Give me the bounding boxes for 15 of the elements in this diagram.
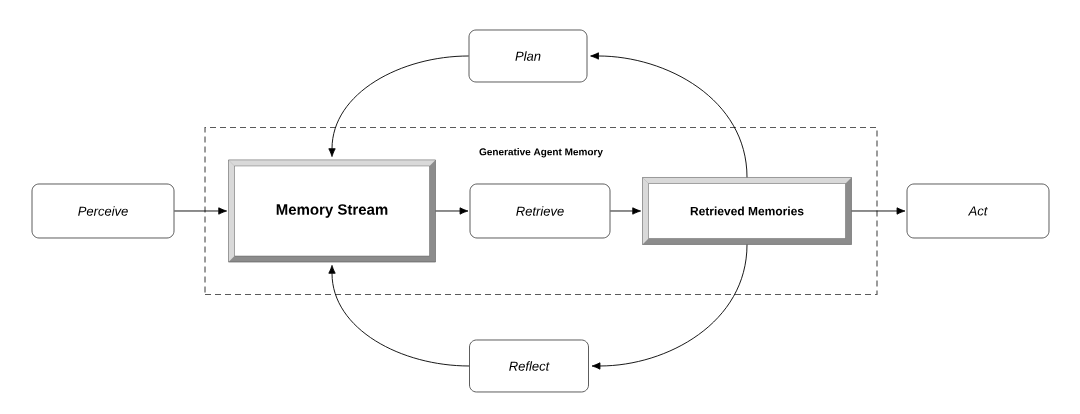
process-box: Act bbox=[906, 183, 1050, 239]
process-box: Perceive bbox=[31, 183, 175, 239]
arrow bbox=[851, 207, 906, 215]
arrow bbox=[435, 207, 469, 215]
arrow bbox=[328, 265, 470, 367]
arrow bbox=[328, 55, 470, 157]
arrow bbox=[590, 52, 748, 178]
process-box: Retrieve bbox=[469, 183, 611, 239]
arrow bbox=[591, 244, 748, 370]
process-box: Reflect bbox=[469, 339, 589, 393]
arrow bbox=[609, 207, 641, 215]
process-box: Plan bbox=[468, 29, 588, 83]
bevel-box: Retrieved Memories bbox=[642, 177, 852, 245]
bevel-box: Memory Stream bbox=[228, 159, 436, 263]
arrow bbox=[173, 207, 227, 215]
